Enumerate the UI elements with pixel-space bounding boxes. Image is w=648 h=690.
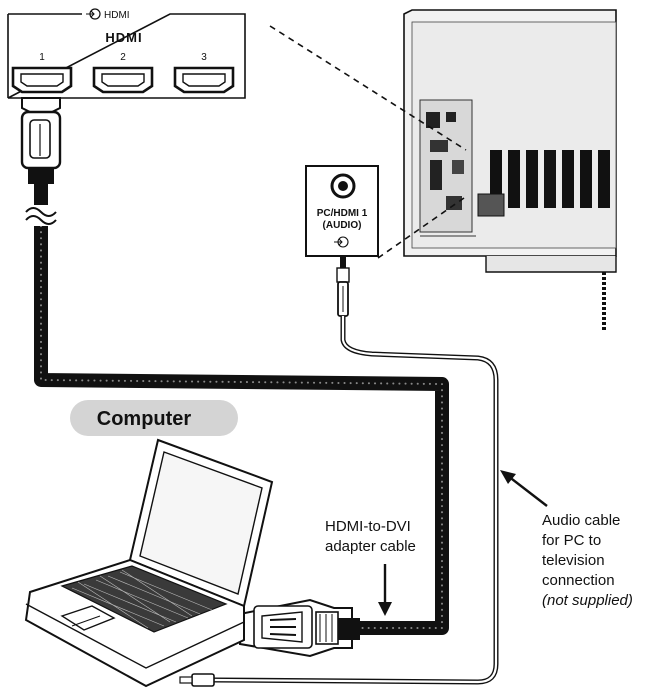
- hdmi-dvi-callout: HDMI-to-DVI adapter cable: [325, 518, 416, 616]
- audio-cable-label-line1: Audio cable: [542, 512, 620, 529]
- input-arrow-icon: [86, 8, 101, 20]
- hdmi-cable: [20, 97, 449, 658]
- audio-cable-label-line5: (not supplied): [542, 592, 633, 609]
- hdmi-group-label: HDMI: [104, 10, 130, 21]
- dvi-connector: [239, 598, 360, 658]
- hdmi-port-1-label: 1: [39, 52, 45, 63]
- hdmi-port-2[interactable]: [92, 66, 154, 94]
- tv-rear: [403, 9, 617, 332]
- input-arrow-icon: [334, 236, 349, 248]
- audio-cable-label-line3: television: [542, 552, 605, 569]
- hdmi-logo: HDMI: [105, 30, 142, 45]
- audio-jack-panel: PC/HDMI 1 (AUDIO): [305, 165, 379, 257]
- computer-label: Computer: [97, 408, 192, 430]
- hdmi-panel: HDMI HDMI 1 2 3: [7, 8, 246, 99]
- audio-cable: [179, 256, 499, 687]
- audio-cable-label-line4: connection: [542, 572, 615, 589]
- hdmi-dvi-label-line2: adapter cable: [325, 538, 416, 555]
- hdmi-port-2-label: 2: [120, 52, 126, 63]
- audio-jack-label-line2: (AUDIO): [323, 220, 362, 231]
- audio-jack-label-line1: PC/HDMI 1: [317, 208, 368, 219]
- hdmi-port-3[interactable]: [173, 66, 235, 94]
- hdmi-port-1[interactable]: [11, 66, 73, 94]
- laptop-computer: [24, 438, 274, 688]
- audio-cable-label-line2: for PC to: [542, 532, 601, 549]
- hdmi-dvi-label-line1: HDMI-to-DVI: [325, 518, 411, 535]
- hdmi-port-3-label: 3: [201, 52, 207, 63]
- cable-break-icon: [25, 207, 57, 225]
- computer-label-pill: [70, 400, 238, 436]
- audio-cable-callout: Audio cable for PC to television connect…: [500, 470, 633, 609]
- zoom-guide-lines: [269, 25, 467, 259]
